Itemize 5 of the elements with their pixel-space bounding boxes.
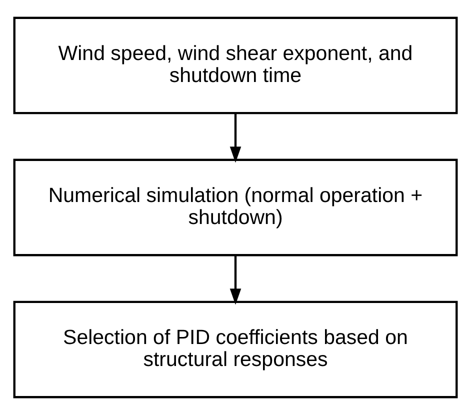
node-box: Wind speed, wind shear exponent, and shutdown time — [13, 16, 458, 114]
node-box: Numerical simulation (normal operation + shutdown) — [13, 158, 458, 256]
arrow — [230, 254, 242, 304]
node-box: Selection of PID coefficients based on structural responses — [13, 300, 458, 398]
arrow — [230, 112, 242, 162]
